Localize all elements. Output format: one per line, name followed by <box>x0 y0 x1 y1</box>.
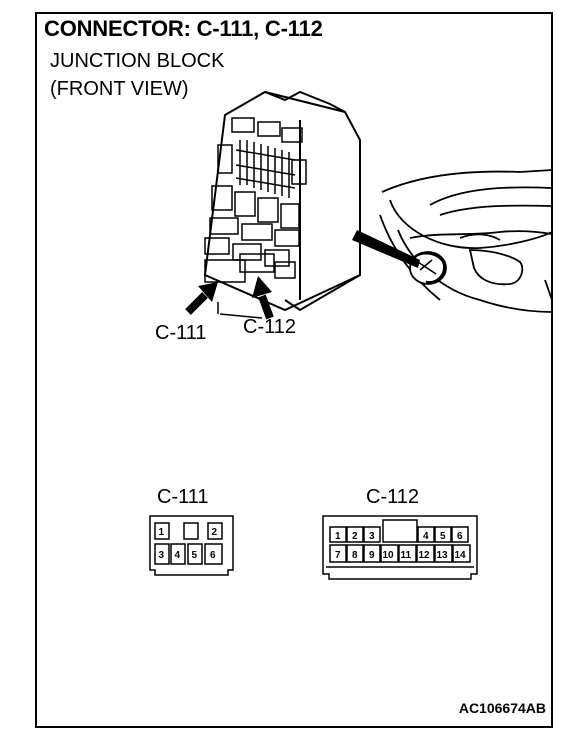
leader-c112 <box>219 313 263 319</box>
c111-pin: 4 <box>175 550 181 561</box>
c111-pins: 1 2 3 4 5 6 <box>159 527 218 561</box>
c112-pin: 6 <box>457 531 463 542</box>
figure-frame <box>35 12 553 728</box>
c112-pin: 3 <box>369 531 375 542</box>
junction-block <box>203 90 361 312</box>
connector-c111-face <box>149 515 234 576</box>
connector-c112-face <box>322 515 478 580</box>
c112-pin: 4 <box>423 531 429 542</box>
c111-pin: 2 <box>212 527 218 538</box>
c112-pin: 14 <box>455 550 467 561</box>
c112-pin: 12 <box>419 550 431 561</box>
figure-code: AC106674AB <box>458 700 546 716</box>
c111-pin: 1 <box>159 527 165 538</box>
subtitle-front-view: (FRONT VIEW) <box>50 78 189 100</box>
c112-pin: 2 <box>352 531 358 542</box>
callout-c111: C-111 <box>155 322 207 344</box>
arrow-c112 <box>252 276 274 320</box>
c112-pin: 8 <box>352 550 358 561</box>
connector-c112-label: C-112 <box>366 486 419 508</box>
c112-pin: 9 <box>369 550 375 561</box>
page-title: CONNECTOR: C-111, C-112 <box>44 16 323 41</box>
c112-pins: 1 2 3 4 5 6 7 8 9 10 11 12 13 14 <box>335 531 466 561</box>
arrow-c111 <box>185 282 218 315</box>
arrow-dashboard <box>352 230 420 268</box>
c111-pin: 6 <box>210 550 216 561</box>
c112-pin: 11 <box>401 550 412 561</box>
c111-pin: 5 <box>192 550 198 561</box>
c112-pin: 10 <box>383 550 395 561</box>
c112-pin: 5 <box>440 531 446 542</box>
dashboard-view <box>379 169 553 313</box>
callout-c112: C-112 <box>243 316 296 338</box>
c112-pin: 7 <box>335 550 341 561</box>
c112-pin: 13 <box>437 550 449 561</box>
c111-pin: 3 <box>159 550 165 561</box>
c112-pin: 1 <box>335 531 341 542</box>
connector-c111-label: C-111 <box>157 486 209 508</box>
subtitle-junction-block: JUNCTION BLOCK <box>50 50 225 72</box>
